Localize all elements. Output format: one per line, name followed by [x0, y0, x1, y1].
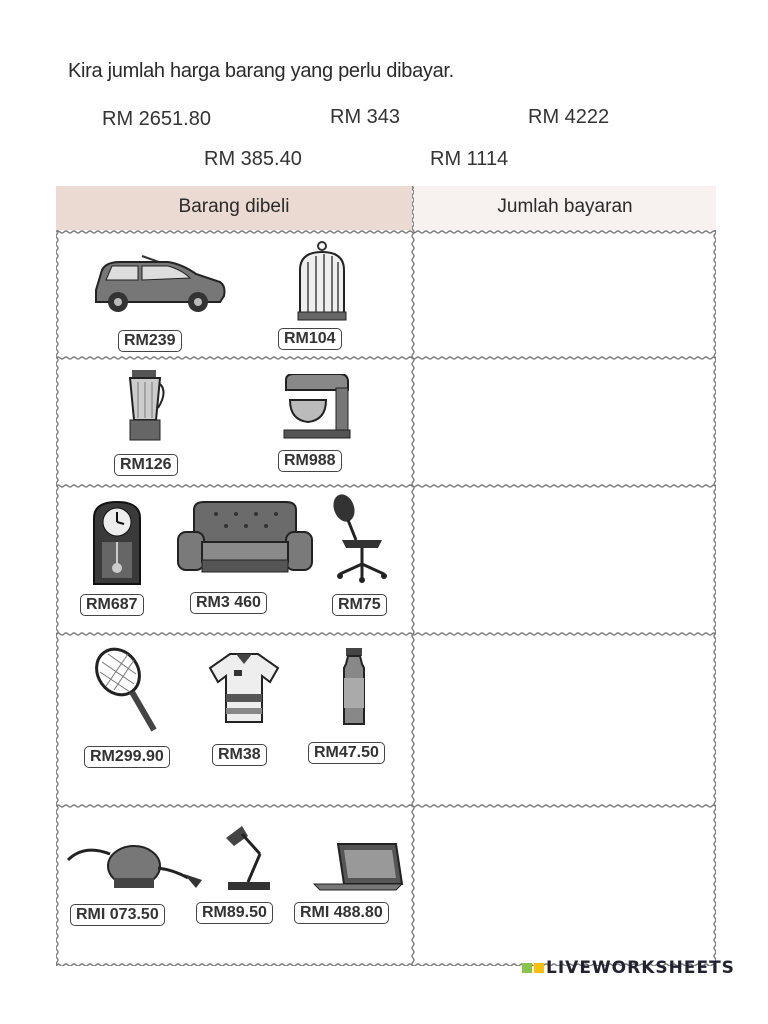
tennis-racket-icon	[92, 646, 164, 743]
answer-option: RM 343	[330, 106, 401, 128]
price-tag: RM89.50	[196, 902, 273, 924]
price-tag: RMI 488.80	[294, 902, 389, 924]
stand-mixer-icon	[280, 373, 356, 447]
table-row-5: RMI 073.50 RM89.50 RMI 488.80	[56, 806, 412, 966]
answer-cell-1[interactable]	[414, 232, 716, 356]
logo-mark	[534, 963, 544, 973]
header-jumlah-bayaran: Jumlah bayaran	[414, 186, 716, 230]
table-border	[56, 186, 716, 966]
desk-lamp-icon	[220, 824, 276, 899]
price-tag: RM299.90	[84, 746, 170, 768]
table-row-4: RM299.90 RM38 RM47.50	[56, 634, 412, 804]
price-tag: RM239	[118, 330, 182, 352]
pendulum-clock-icon	[90, 500, 144, 591]
price-table: Barang dibeli Jumlah bayaran RM239 RM104	[56, 186, 716, 966]
answer-option: RM 385.40	[204, 148, 302, 170]
vacuum-cleaner-icon	[64, 840, 204, 899]
tablet-icon	[310, 840, 406, 899]
answer-cell-4[interactable]	[414, 634, 716, 804]
polo-shirt-icon	[208, 650, 280, 731]
price-tag: RM3 460	[190, 592, 267, 614]
instruction-title: Kira jumlah harga barang yang perlu diba…	[68, 60, 454, 82]
answer-cell-5[interactable]	[414, 806, 716, 966]
price-tag: RM47.50	[308, 742, 385, 764]
header-barang-dibeli: Barang dibeli	[56, 186, 412, 230]
car-icon	[90, 246, 230, 323]
office-chair-icon	[328, 494, 392, 589]
price-tag: RM38	[212, 744, 267, 766]
price-tag: RM75	[332, 594, 387, 616]
table-row-1: RM239 RM104	[56, 232, 412, 356]
answer-option: RM 1114	[430, 148, 509, 170]
table-row-2: RM126 RM988	[56, 358, 412, 484]
liveworksheets-logo: LIVEWORKSHEETS	[522, 958, 735, 978]
birdcage-icon	[292, 240, 352, 329]
table-row-3: RM687 RM3 460 RM75	[56, 486, 412, 632]
answer-option: RM 2651.80	[102, 108, 211, 130]
answer-cell-2[interactable]	[414, 358, 716, 484]
price-tag: RM988	[278, 450, 342, 472]
water-bottle-icon	[336, 648, 372, 733]
sofa-icon	[174, 500, 314, 585]
price-tag: RM687	[80, 594, 144, 616]
answer-cell-3[interactable]	[414, 486, 716, 632]
answer-option: RM 4222	[528, 106, 610, 128]
price-tag: RM104	[278, 328, 342, 350]
price-tag: RMI 073.50	[70, 904, 165, 926]
logo-mark	[522, 963, 532, 973]
blender-icon	[122, 368, 168, 449]
price-tag: RM126	[114, 454, 178, 476]
